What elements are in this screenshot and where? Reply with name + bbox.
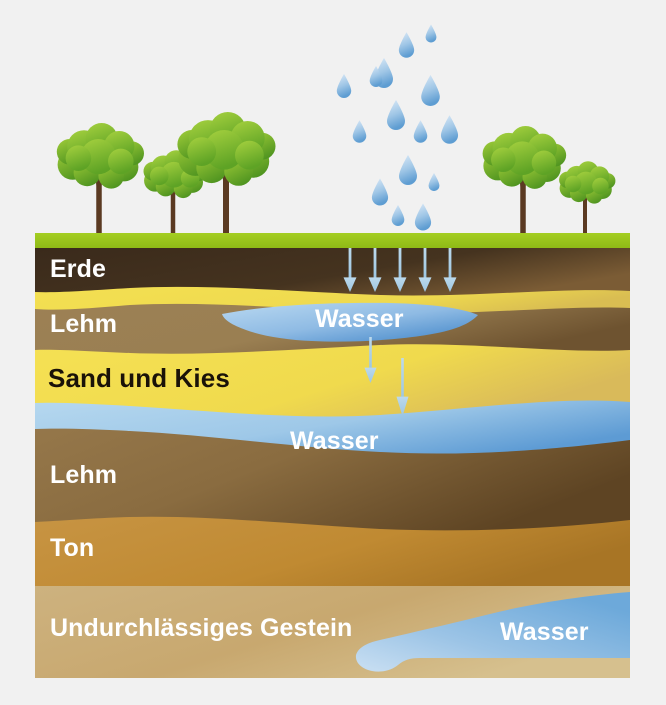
water-perched-lens bbox=[222, 302, 478, 342]
grass-layer bbox=[35, 233, 630, 248]
tree-3 bbox=[177, 112, 276, 246]
water-deep-aquifer bbox=[355, 592, 630, 672]
layer-lehm-lower bbox=[35, 428, 630, 534]
water-aquifer-band bbox=[35, 400, 630, 457]
ground-block bbox=[35, 233, 630, 678]
layer-sand-seam bbox=[35, 286, 630, 317]
layer-ton bbox=[35, 516, 630, 588]
layer-sand-und-kies bbox=[35, 344, 630, 420]
layer-erde bbox=[35, 248, 630, 300]
